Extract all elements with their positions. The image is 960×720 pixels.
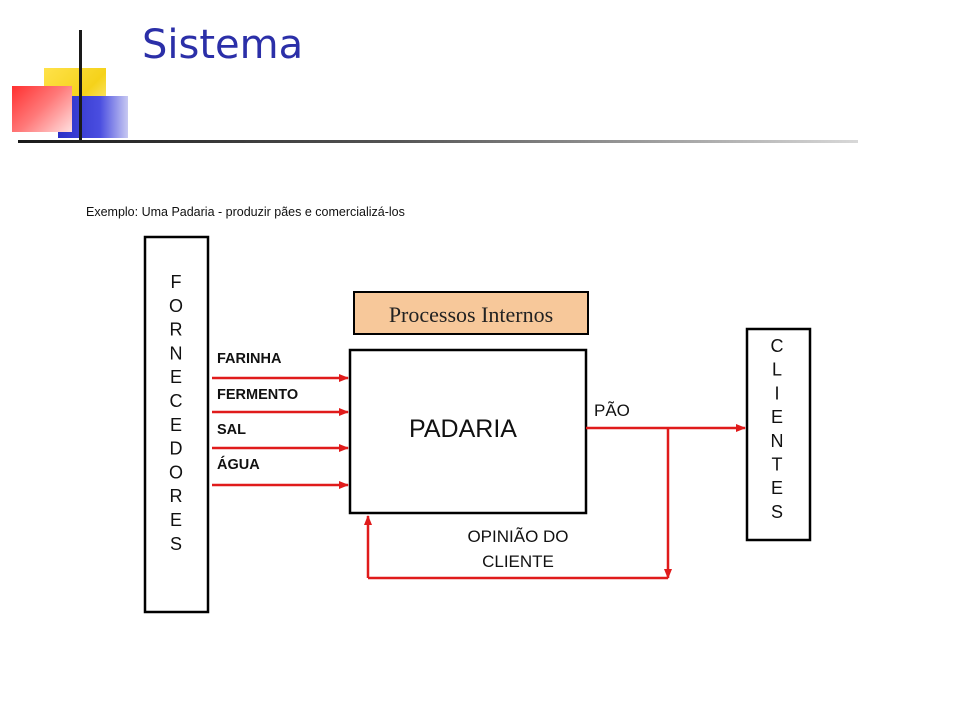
clients-letter: I [774, 383, 779, 403]
clients-letter: L [772, 360, 782, 380]
suppliers-box [143, 235, 210, 614]
slide-title: Sistema [142, 22, 304, 68]
suppliers-letter: R [170, 486, 183, 506]
padaria-box [348, 348, 588, 515]
clients-letter: S [771, 502, 783, 522]
suppliers-letter: R [170, 320, 183, 340]
suppliers-letter: E [170, 367, 182, 387]
suppliers-letter: F [171, 272, 182, 292]
suppliers-letter: D [170, 439, 183, 459]
input-label: FERMENTO [217, 387, 298, 403]
suppliers-letter: O [169, 296, 183, 316]
diagram-caption: Exemplo: Uma Padaria - produzir pães e c… [86, 205, 405, 219]
internal-processes-label: Processos Internos [389, 302, 553, 327]
title-underline [18, 140, 858, 143]
feedback-label-line2: CLIENTE [482, 552, 554, 571]
feedback-label-line1: OPINIÃO DO [467, 527, 568, 546]
input-label: SAL [217, 422, 246, 438]
clients-letter: N [771, 431, 784, 451]
decorative-vertical-line [79, 30, 82, 142]
internal-processes-box [353, 291, 589, 335]
input-label: FARINHA [217, 351, 282, 367]
clients-letter: E [771, 478, 783, 498]
suppliers-letter: E [170, 510, 182, 530]
output-label: PÃO [594, 401, 630, 420]
suppliers-letter: O [169, 462, 183, 482]
suppliers-letter: S [170, 534, 182, 554]
clients-box [745, 327, 812, 542]
padaria-label: PADARIA [409, 415, 517, 443]
clients-letter: C [771, 336, 784, 356]
clients-letter: E [771, 407, 783, 427]
suppliers-letter: E [170, 415, 182, 435]
input-label: ÁGUA [217, 456, 260, 473]
decorative-red-square [12, 86, 72, 132]
clients-letter: T [772, 455, 783, 475]
suppliers-letter: N [170, 343, 183, 363]
suppliers-letter: C [170, 391, 183, 411]
